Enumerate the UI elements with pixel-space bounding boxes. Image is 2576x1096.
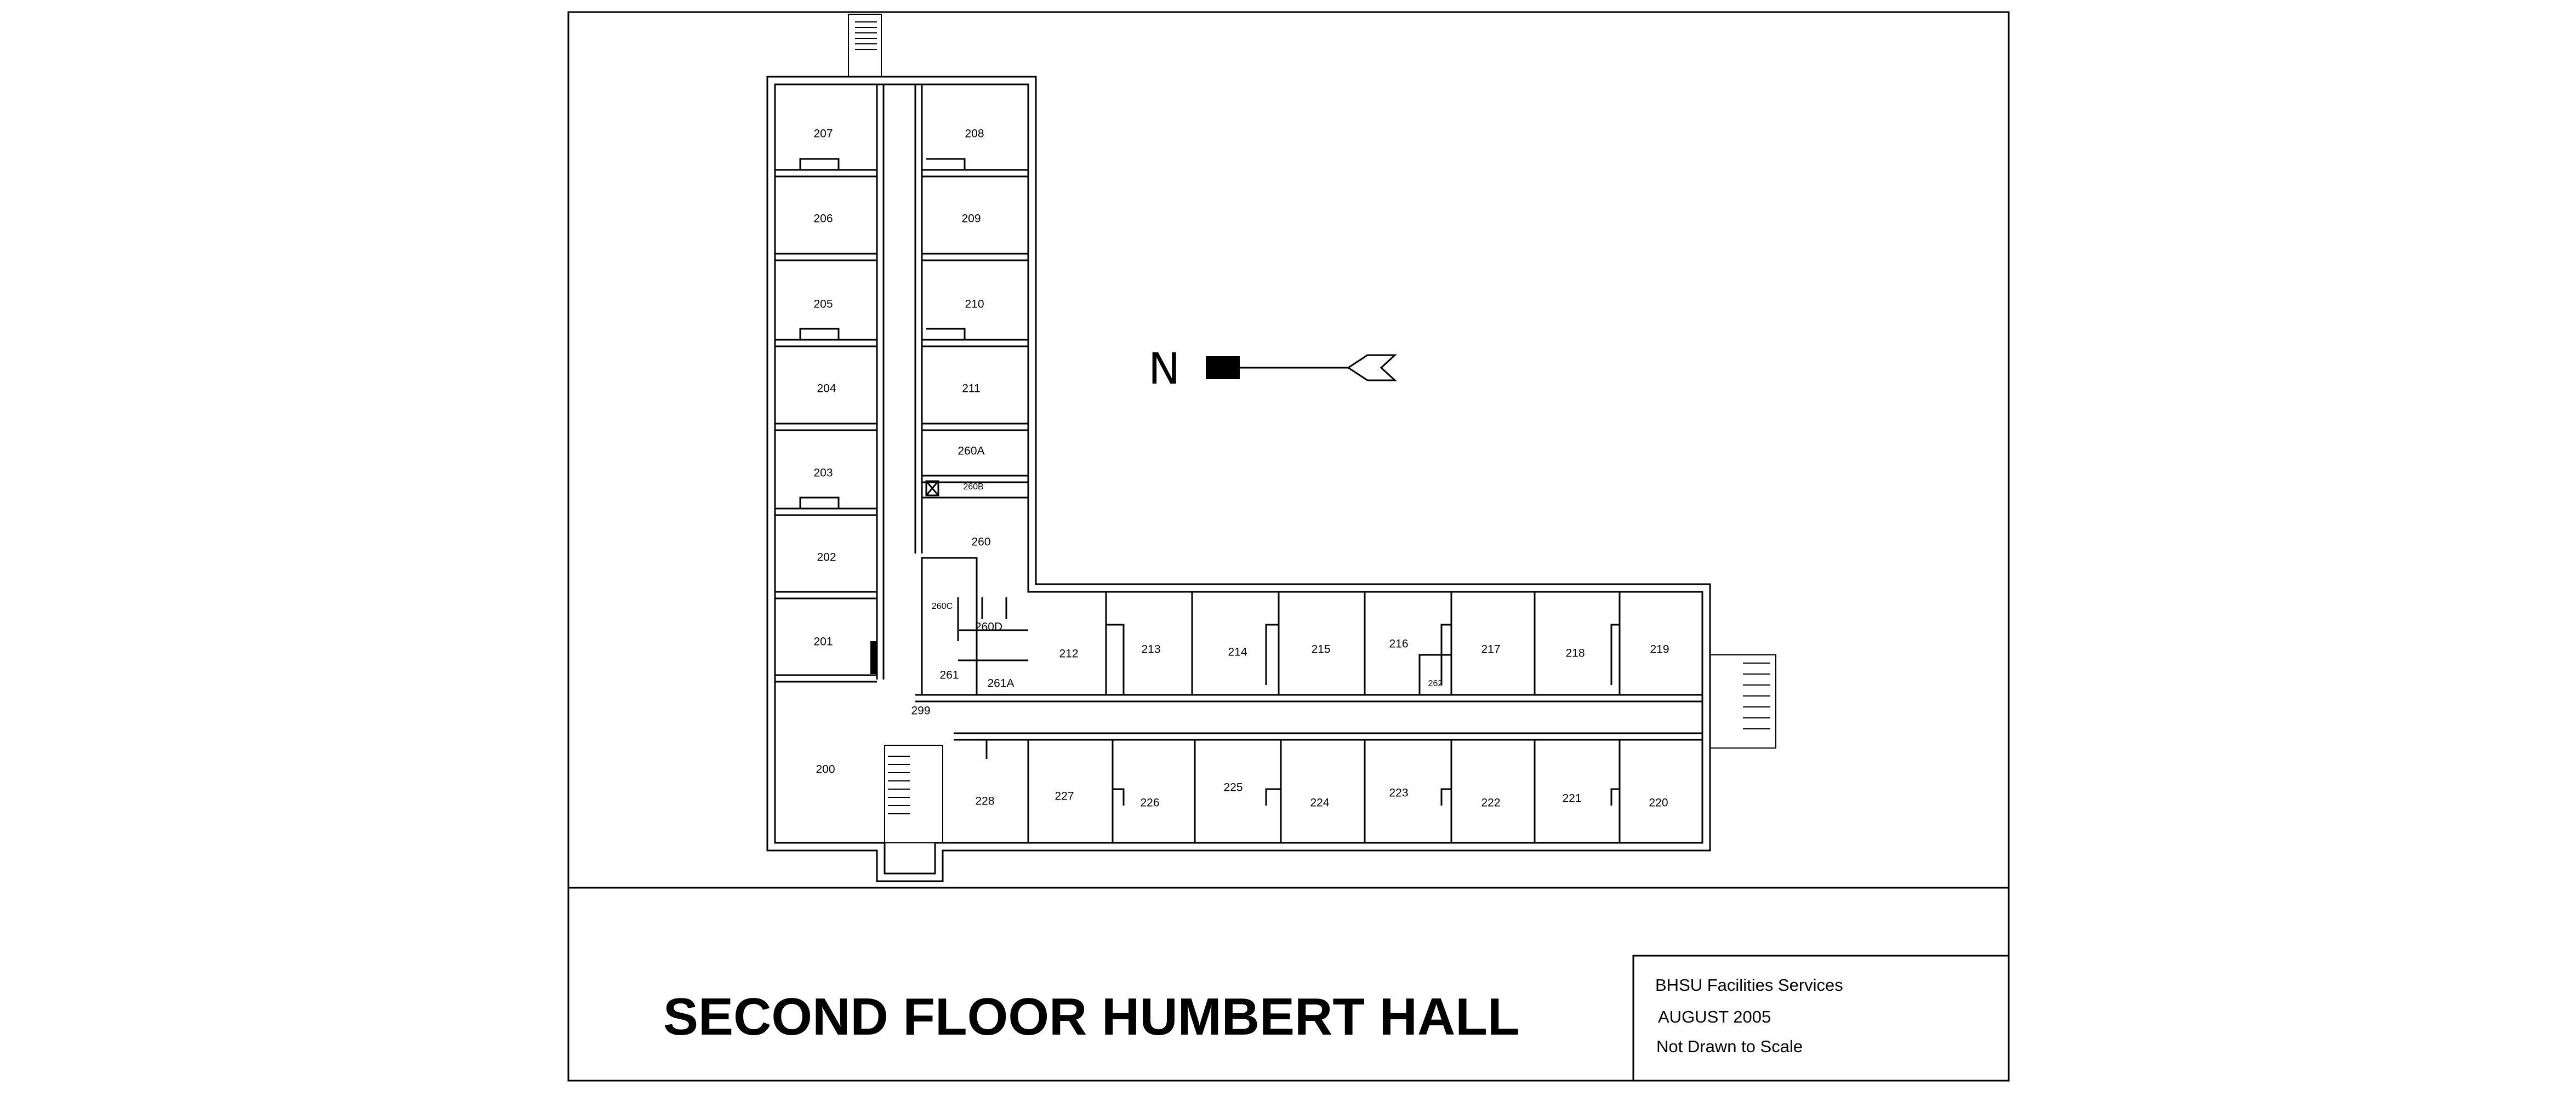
room-220-label: 220 — [1649, 797, 1668, 809]
room-215-label: 215 — [1311, 643, 1330, 656]
room-206-label: 206 — [813, 213, 833, 225]
room-212-label: 212 — [1059, 648, 1078, 660]
room-260a-label: 260A — [958, 445, 984, 458]
room-204-label: 204 — [817, 383, 836, 395]
room-221-label: 221 — [1562, 792, 1581, 805]
room-201-label: 201 — [813, 636, 833, 648]
room-219-label: 219 — [1650, 643, 1669, 656]
building-outline — [766, 76, 1711, 882]
elevator-wall — [870, 641, 877, 674]
room-224-label: 224 — [1310, 797, 1329, 809]
room-208-label: 208 — [965, 128, 984, 140]
room-200-label: 200 — [816, 763, 835, 776]
room-205-label: 205 — [813, 298, 833, 311]
room-207-label: 207 — [813, 128, 833, 140]
room-labels: 207 208 206 209 205 210 204 211 203 260A… — [813, 128, 1669, 809]
room-260d-label: 260D — [975, 621, 1002, 633]
room-216-label: 216 — [1389, 638, 1408, 650]
room-203-label: 203 — [813, 467, 833, 480]
room-226-label: 226 — [1140, 797, 1159, 809]
date-label: AUGUST 2005 — [1658, 1007, 1771, 1026]
room-209-label: 209 — [961, 213, 981, 225]
north-label: N — [1148, 345, 1180, 394]
west-wing-rooms — [775, 158, 1028, 696]
stairs — [848, 14, 1776, 843]
scale-note: Not Drawn to Scale — [1656, 1037, 1803, 1056]
room-227-label: 227 — [1055, 790, 1074, 803]
room-260b-label: 260B — [963, 482, 983, 492]
room-260c-label: 260C — [932, 602, 953, 611]
north-arrow: N — [1148, 345, 1397, 394]
room-211-label: 211 — [962, 383, 980, 395]
east-wing-rooms — [985, 592, 1621, 843]
room-202-label: 202 — [817, 551, 836, 564]
room-261-label: 261 — [939, 669, 959, 682]
sheet-frame — [567, 11, 2010, 1082]
room-223-label: 223 — [1389, 787, 1408, 800]
organization-label: BHSU Facilities Services — [1655, 975, 1843, 995]
room-218-label: 218 — [1565, 647, 1585, 660]
room-261a-label: 261A — [987, 677, 1014, 690]
page-title: SECOND FLOOR HUMBERT HALL — [663, 987, 1520, 1046]
room-260-label: 260 — [971, 536, 990, 549]
room-214-label: 214 — [1228, 646, 1247, 659]
corridor-walls — [876, 84, 1702, 741]
room-225-label: 225 — [1223, 781, 1243, 794]
room-213-label: 213 — [1141, 643, 1160, 656]
room-222-label: 222 — [1481, 797, 1500, 809]
room-299-label: 299 — [911, 705, 930, 717]
room-210-label: 210 — [965, 298, 984, 311]
room-262-label: 262 — [1428, 679, 1443, 688]
room-228-label: 228 — [975, 795, 994, 808]
room-217-label: 217 — [1481, 643, 1500, 656]
